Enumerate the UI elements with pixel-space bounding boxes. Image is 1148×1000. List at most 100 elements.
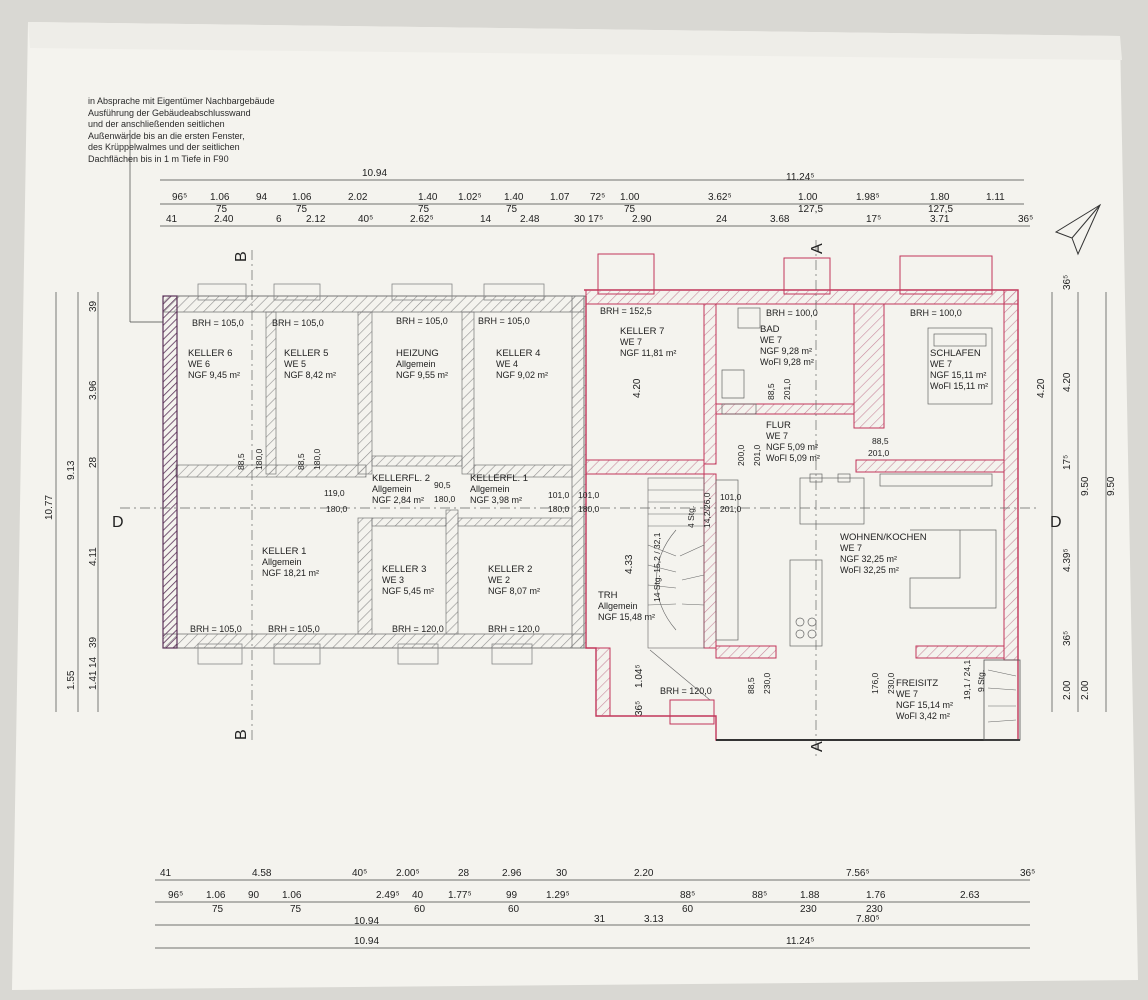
room-area: NGF 15,14 m² [896, 700, 953, 710]
room-area: NGF 9,55 m² [396, 370, 448, 380]
dim-label: 17⁵ [1062, 455, 1073, 470]
note-line: in Absprache mit Eigentümer Nachbargebäu… [88, 96, 275, 106]
dim-label: 1.76 [866, 890, 886, 901]
room-area: NGF 15,48 m² [598, 612, 655, 622]
dim-label: 40 [412, 890, 424, 901]
dim-label: 36⁵ [1018, 214, 1033, 225]
dim-label: 127,5 [928, 204, 953, 215]
room-sub: WE 2 [488, 575, 510, 585]
room-sub: WE 7 [760, 335, 782, 345]
note-line: und der anschließenden seitlichen [88, 119, 225, 129]
dim-label: 30 [556, 868, 568, 879]
section-label-d: D [1050, 514, 1062, 531]
brh-label: BRH = 120,0 [488, 624, 540, 634]
apartment-walls [584, 253, 1021, 741]
dim-label: 1.06 [282, 890, 302, 901]
dim-label: 1.04⁵ [634, 664, 645, 688]
door-label: 201,0 [720, 504, 742, 514]
dim-label: 11.24⁵ [786, 172, 814, 183]
fire-wall-note: in Absprache mit Eigentümer Nachbargebäu… [88, 96, 275, 165]
dim-label: 36⁵ [634, 701, 645, 716]
dim-label: 99 [506, 890, 518, 901]
section-label-b: B [233, 729, 250, 740]
note-line: Dachflächen bis in 1 m Tiefe in F90 [88, 153, 229, 164]
door-label: 119,0 [324, 488, 345, 498]
dimension-lines [55, 130, 1107, 949]
door-label: 180,0 [312, 448, 322, 470]
room-name: KELLER 3 [382, 564, 426, 575]
dim-label: 3.13 [644, 914, 664, 925]
room-area: NGF 8,42 m² [284, 370, 336, 380]
dim-label: 4.33 [624, 554, 635, 574]
brh-label: BRH = 105,0 [272, 318, 324, 328]
door-label: 180,0 [548, 504, 570, 514]
dim-label: 14 [480, 214, 492, 225]
dim-label: 1.06 [206, 890, 226, 901]
dim-label: 127,5 [798, 204, 823, 215]
dim-label: 2.00⁵ [396, 868, 420, 879]
dim-label: 36⁵ [1062, 631, 1073, 646]
room-name: KELLER 6 [188, 348, 232, 359]
dim-label: 40⁵ [358, 214, 373, 225]
dim-label: 28 [458, 868, 470, 879]
stair-label: 4 Stg. [686, 506, 696, 528]
room-name: BAD [760, 324, 780, 335]
room-name: WOHNEN/KOCHEN [840, 532, 927, 543]
door-label: 201,0 [868, 448, 890, 458]
room-name: KELLER 7 [620, 326, 664, 337]
dim-label: 3.71 [930, 214, 950, 225]
brh-label: BRH = 105,0 [268, 624, 320, 634]
dim-label: 4.20 [1062, 372, 1073, 392]
door-label: 101,0 [578, 490, 600, 500]
room-name: KELLER 2 [488, 564, 532, 575]
dim-label: 2.62⁵ [410, 214, 434, 225]
dim-label: 3.96 [88, 380, 99, 400]
room-sub: WE 7 [620, 337, 642, 347]
dim-label: 2.90 [632, 214, 652, 225]
room-name: KELLER 1 [262, 546, 306, 557]
dim-label: 7.80⁵ [856, 914, 880, 925]
room-name: SCHLAFEN [930, 348, 981, 359]
dim-label: 41 [166, 214, 178, 225]
dim-label: 75 [506, 204, 518, 215]
basement-walls [162, 283, 587, 665]
door-label: 90,5 [434, 480, 451, 490]
dim-label: 1.98⁵ [856, 192, 880, 203]
stair-label: 14,2/26,0 [702, 492, 712, 528]
brh-label: BRH = 100,0 [910, 308, 962, 318]
dim-label: 96⁵ [168, 890, 183, 901]
room-sub: WE 7 [840, 543, 862, 553]
dim-label: 1.77⁵ [448, 890, 472, 901]
dim-label: 7.56⁵ [846, 868, 870, 879]
dim-label: 60 [682, 904, 694, 915]
dim-label: 1.00 [620, 192, 640, 203]
door-label: 88,5 [766, 383, 776, 400]
dim-label: 10.77 [44, 495, 55, 520]
room-sub: Allgemein [598, 601, 638, 611]
brh-label: BRH = 152,5 [600, 306, 652, 316]
dim-label: 14 [88, 656, 99, 668]
dim-label: 1.06 [292, 192, 312, 203]
dim-label: 75 [418, 204, 430, 215]
dim-label: 4.11 [88, 547, 99, 566]
door-label: 201,0 [782, 378, 792, 400]
section-label-d: D [112, 514, 124, 531]
dim-label: 1.55 [66, 670, 77, 690]
dim-label: 1.40 [504, 192, 524, 203]
brh-label: BRH = 105,0 [478, 316, 530, 326]
room-wofl: WoFl 32,25 m² [840, 565, 899, 575]
room-sub: Allgemein [470, 484, 510, 494]
room-name: HEIZUNG [396, 348, 439, 359]
dim-label: 1.80 [930, 192, 950, 203]
section-lines [120, 240, 1040, 760]
room-wofl: WoFl 3,42 m² [896, 711, 950, 721]
door-label: 88,5 [746, 677, 756, 694]
dim-label: 230 [800, 904, 817, 915]
room-area: NGF 8,07 m² [488, 586, 540, 596]
room-area: NGF 9,45 m² [188, 370, 240, 380]
dim-label: 4.20 [1036, 378, 1047, 398]
dim-label: 75 [290, 904, 302, 915]
room-wofl: WoFl 15,11 m² [930, 381, 988, 391]
